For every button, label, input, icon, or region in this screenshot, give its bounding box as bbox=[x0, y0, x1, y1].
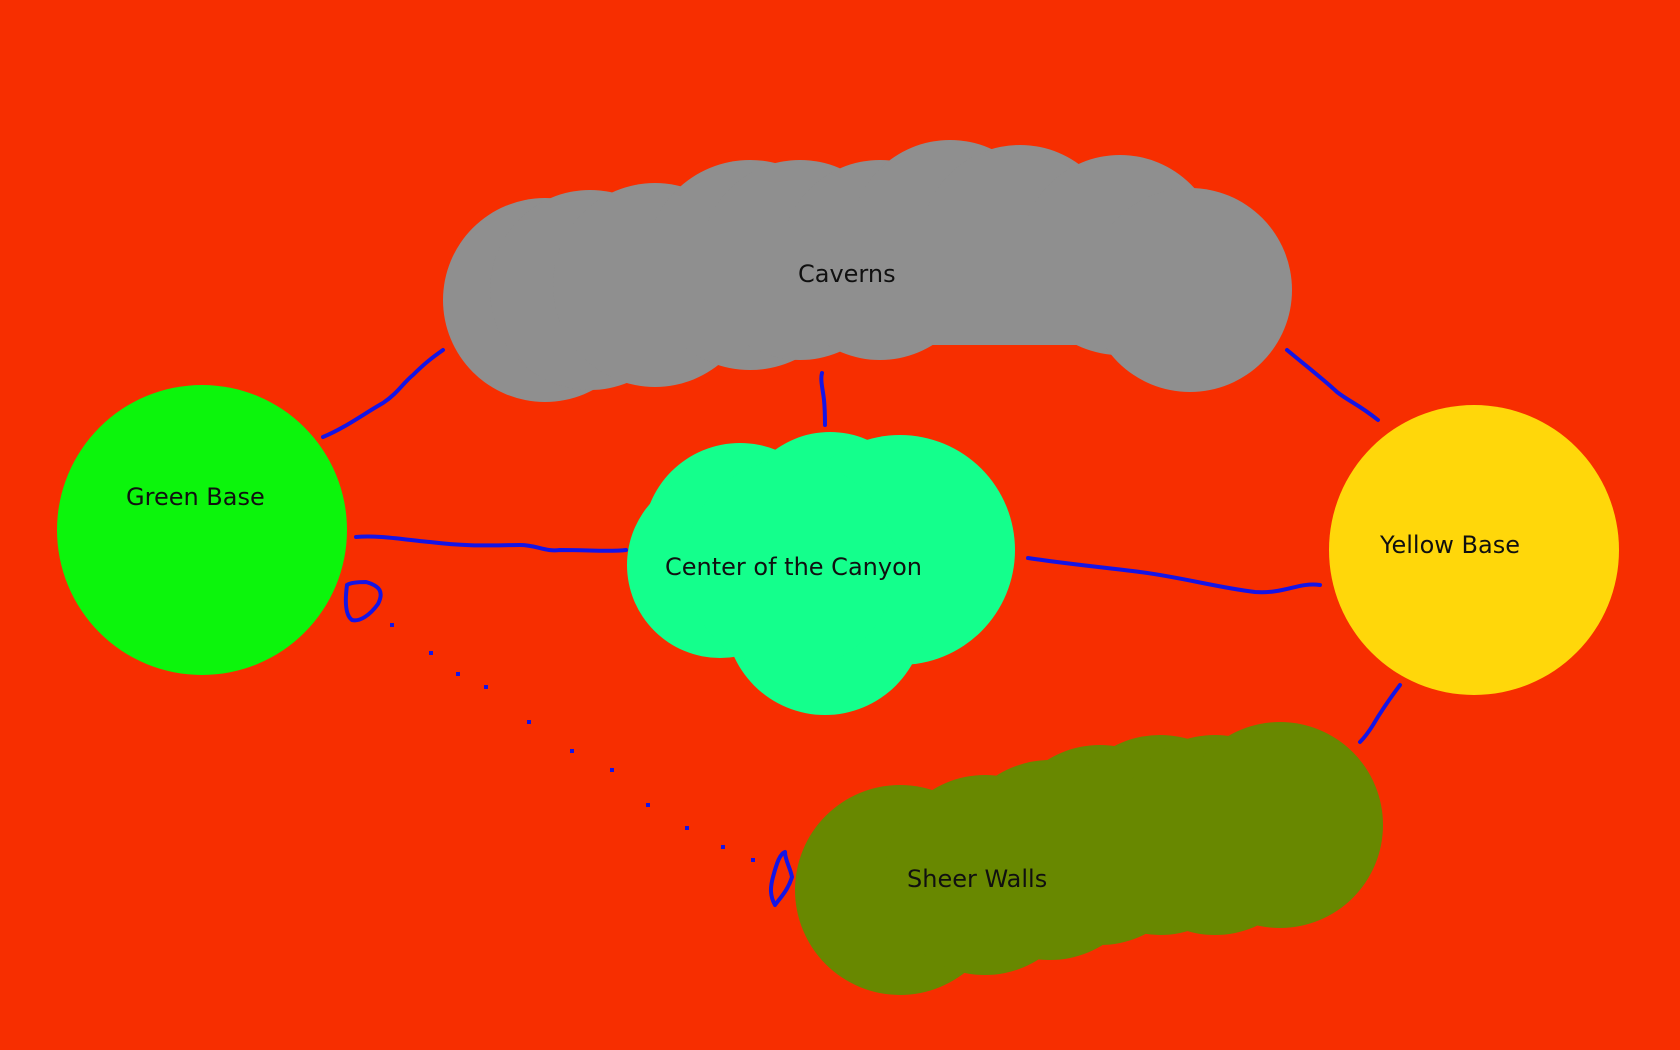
yellow-base-shape bbox=[1329, 405, 1619, 695]
connections bbox=[321, 348, 1402, 907]
link-green-sheer-dotted bbox=[390, 623, 755, 862]
sheer-walls-shape bbox=[795, 722, 1383, 995]
caverns-node[interactable]: Caverns bbox=[443, 140, 1292, 402]
caverns-label: Caverns bbox=[798, 260, 896, 288]
link-green-caverns bbox=[321, 348, 445, 439]
link-caverns-center bbox=[819, 371, 827, 427]
caverns-shape bbox=[443, 140, 1292, 402]
link-center-yellow bbox=[1026, 556, 1322, 595]
green-walls-dotted-end-mark bbox=[768, 850, 794, 907]
center-shape bbox=[627, 432, 1015, 715]
link-yellow-sheer bbox=[1358, 683, 1402, 744]
green-base-label: Green Base bbox=[126, 483, 265, 511]
green-base-node[interactable]: Green Base bbox=[57, 385, 347, 675]
sheer-walls-label: Sheer Walls bbox=[907, 865, 1047, 893]
link-green-center bbox=[354, 534, 628, 553]
center-node[interactable]: Center of the Canyon bbox=[627, 432, 1015, 715]
yellow-base-node[interactable]: Yellow Base bbox=[1329, 405, 1619, 695]
center-label: Center of the Canyon bbox=[665, 553, 922, 581]
green-walls-dotted-start-mark bbox=[343, 580, 383, 623]
yellow-base-label: Yellow Base bbox=[1379, 531, 1520, 559]
link-caverns-yellow bbox=[1285, 348, 1380, 422]
sheer-walls-node[interactable]: Sheer Walls bbox=[795, 722, 1383, 995]
green-base-shape bbox=[57, 385, 347, 675]
